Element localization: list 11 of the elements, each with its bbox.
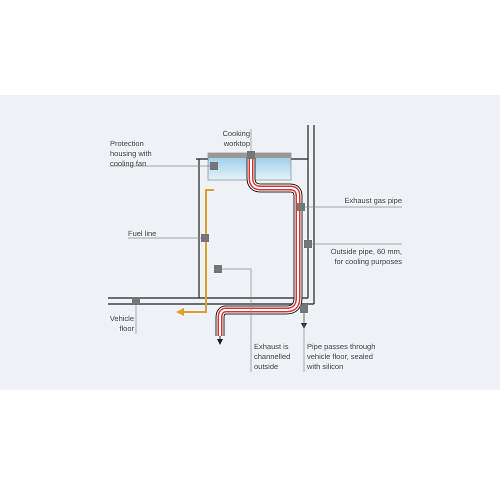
leader-line	[304, 206, 402, 208]
leader-line	[222, 268, 252, 372]
marker-square	[210, 162, 218, 170]
marker-square	[300, 305, 308, 313]
marker-square	[132, 297, 140, 305]
marker-square	[201, 234, 209, 242]
marker-square	[297, 203, 305, 211]
marker-square	[247, 151, 255, 159]
marker-square	[214, 265, 222, 273]
leader-line	[250, 128, 252, 152]
marker-square	[304, 240, 312, 248]
